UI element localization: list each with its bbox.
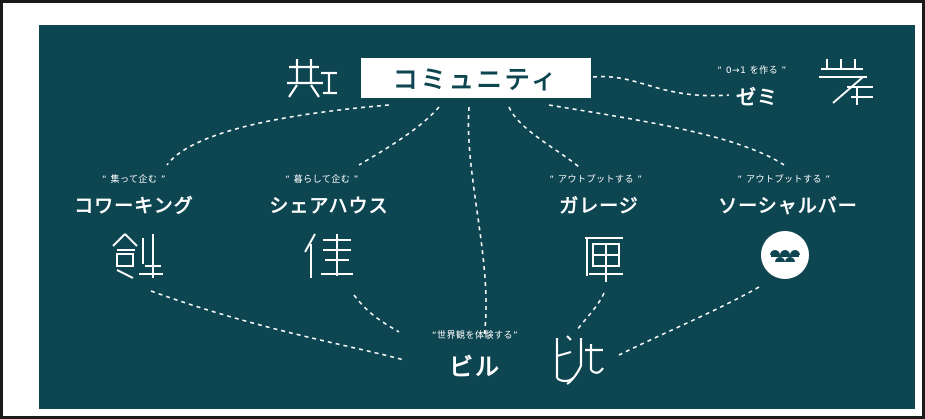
connector-community-sharehouse [358, 106, 440, 166]
connector-community-building [467, 106, 487, 338]
building-subtitle: “世界観を体験する” [431, 331, 519, 341]
connector-socialbar-biru [618, 286, 760, 356]
zemi-subtitle: “ 0→1 を作る ” [717, 66, 787, 76]
connector-community-garage [508, 106, 580, 168]
zemi-title: ゼミ [736, 85, 778, 109]
connector-community-zemi [592, 75, 730, 97]
connector-community-socialbar [548, 104, 785, 166]
wave-circle-logo-icon [761, 231, 809, 279]
building-title: ビル [449, 353, 501, 381]
connector-coworking-building [150, 290, 405, 361]
connector-garage-biru [576, 292, 605, 331]
kanji-ju-logo-icon [304, 233, 353, 278]
connector-sharehouse-building [353, 294, 400, 333]
connector-community-coworking [166, 104, 390, 166]
concept-diagram-panel: コミュニティ “ 0→1 を作る ” ゼミ “ 集って企む ” コワーキング [39, 25, 915, 409]
kanji-ko-logo-icon [585, 237, 623, 282]
coworking-subtitle: “ 集って企む ” [101, 175, 167, 185]
coworking-title: コワーキング [74, 195, 194, 217]
community-title: コミュニティ [392, 65, 560, 94]
connector-lines [150, 75, 785, 361]
zemi-logo-icon [819, 59, 873, 105]
kanji-so-logo-icon [112, 233, 163, 279]
socialbar-title: ソーシャルバー [718, 195, 858, 217]
sharehouse-title: シェアハウス [269, 195, 389, 217]
kanji-kyo-logo-icon [287, 59, 337, 98]
community-title-box: コミュニティ [361, 58, 591, 98]
garage-subtitle: “ アウトプットする ” [549, 175, 643, 185]
sharehouse-subtitle: “ 暮らして企む ” [285, 175, 359, 185]
biru-logo-icon [555, 335, 604, 385]
socialbar-subtitle: “ アウトプットする ” [737, 175, 831, 185]
garage-title: ガレージ [559, 195, 639, 217]
